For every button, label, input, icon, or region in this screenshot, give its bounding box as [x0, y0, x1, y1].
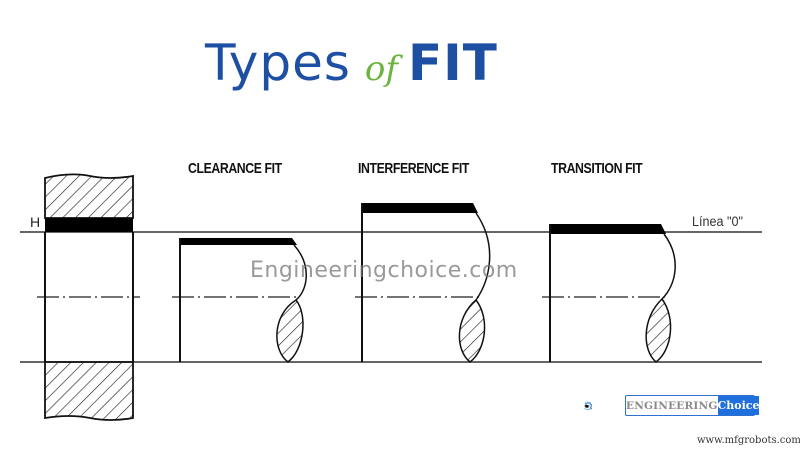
clearance-shaft: [179, 238, 307, 363]
source-url: www.mfgrobots.com: [697, 435, 800, 446]
logo-word-engineering: ENGINEERING: [626, 399, 718, 412]
engineering-choice-logo: ENGINEERING Choice: [625, 395, 760, 416]
interference-shaft: [361, 203, 491, 363]
interference-fit-label: INTERFERENCE FIT: [358, 160, 469, 177]
page-title: Types of FIT: [205, 34, 498, 104]
clearance-fit-label: CLEARANCE FIT: [188, 160, 282, 177]
gear-cap-logo-icon: [583, 401, 593, 410]
transition-shaft: [549, 224, 676, 363]
hole-section: [44, 173, 134, 421]
zero-line-label: Línea "0": [692, 213, 743, 229]
logo-word-choice: Choice: [717, 396, 760, 415]
title-word-of: of: [364, 49, 398, 89]
hole-label: H: [30, 214, 41, 230]
watermark: Engineeringchoice.com: [250, 258, 518, 283]
title-word-types: Types: [205, 34, 351, 92]
title-word-fit: FIT: [407, 34, 498, 92]
transition-fit-label: TRANSITION FIT: [551, 160, 643, 177]
